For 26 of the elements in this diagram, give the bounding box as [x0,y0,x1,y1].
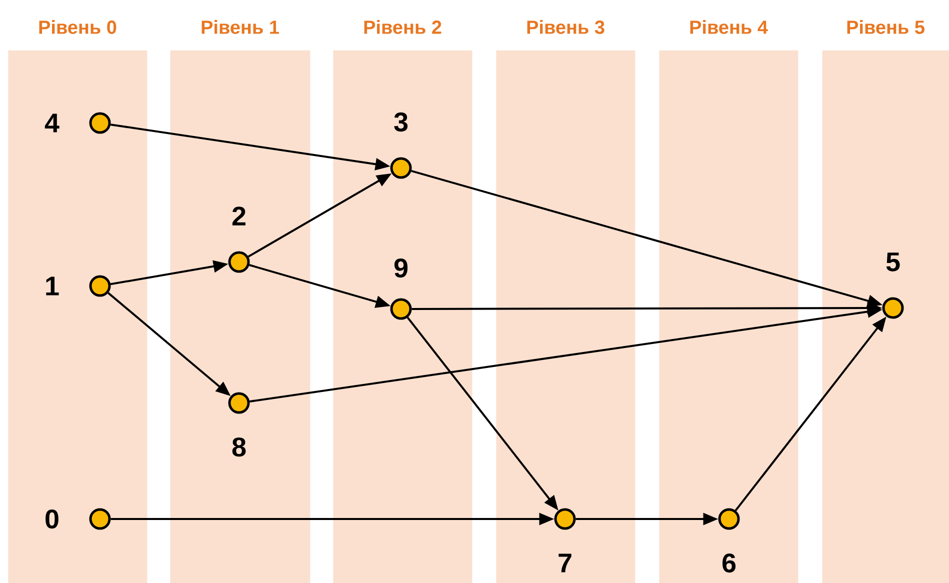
vertex-label: 9 [394,258,408,278]
vertex-circle [390,298,412,320]
vertex-label: 1 [46,276,59,296]
vertex-circle [390,157,412,179]
vertex-label: 2 [232,206,246,226]
vertex-circle [89,275,111,297]
vertex-circle [554,508,576,530]
vertex-label: 5 [886,252,900,272]
node-label: Рівень 0 [39,20,116,34]
vertex-label: 8 [232,437,246,457]
vertex-label: 6 [722,553,736,573]
vertex-circle [89,112,111,134]
node-label: Рівень 5 [847,20,924,34]
node-label: Рівень 2 [364,20,442,34]
node-label: Рівень 3 [527,20,604,34]
vertex-circle [228,392,250,414]
node-label: Рівень 4 [690,20,768,34]
vertex-label: 0 [46,509,58,529]
vertex-circle [882,297,904,319]
vertex-label: 4 [44,114,60,132]
vertex-circle [228,251,250,273]
vertex-label: 3 [394,112,408,132]
vertex-label: 7 [558,554,572,572]
node-label: Рівень 1 [202,20,279,34]
vertex-circle [718,508,740,530]
vertex-circle [89,508,111,530]
